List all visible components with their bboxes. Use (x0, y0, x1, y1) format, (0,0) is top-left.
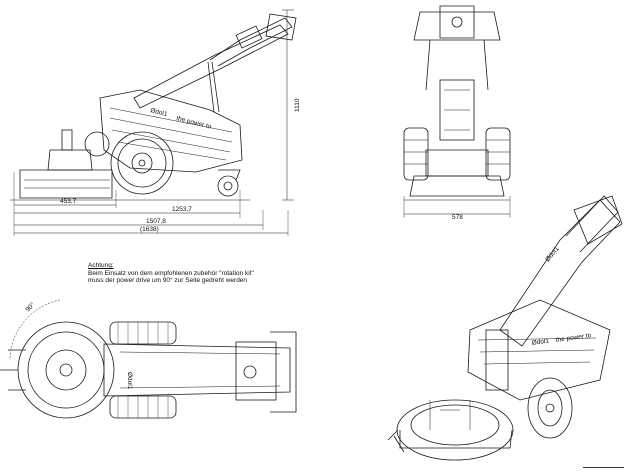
perspective-slogan-text: the power to (555, 332, 592, 344)
top-logo-text: Ødol1 (126, 372, 133, 390)
front-right-wheel (485, 127, 511, 181)
perspective-wheel (527, 377, 573, 439)
side-slogan-text: the power to (176, 115, 213, 131)
perspective-logo-text: Ødol1 (531, 338, 550, 347)
note-line-1: Beim Einsatz von dem empfohlenen zubehör… (88, 269, 254, 277)
note-line-2: muss der power drive um 90° zur Seite ge… (88, 277, 248, 284)
front-width-dimension: 578 (452, 214, 463, 221)
dim-1638: (1638) (140, 226, 159, 233)
note-heading: Achtung: (88, 262, 114, 269)
top-view: 90° Ødol1 (0, 299, 297, 419)
height-dimension: 1110 (294, 98, 301, 112)
side-view: Ødol1 the power to 1110 453,7 1253,7 150… (10, 9, 301, 236)
dim-453: 453,7 (60, 198, 77, 205)
dim-1253: 1253,7 (172, 206, 192, 213)
side-wheel (110, 131, 174, 195)
dim-1507: 1507,8 (146, 218, 166, 225)
rear-castor-wheel (217, 175, 239, 197)
side-logo-text: Ødol1 (150, 107, 169, 118)
top-grinding-head (17, 321, 115, 419)
front-left-wheel (403, 127, 429, 181)
perspective-grinding-head (396, 399, 514, 461)
frame-edge (583, 467, 624, 468)
grinding-head (19, 169, 113, 199)
handle-logo-text: Ødol1 (544, 245, 561, 263)
front-view: 578 (403, 5, 511, 221)
top-right-wheel (109, 395, 177, 419)
warning-note: Achtung: Beim Einsatz von dem empfohlene… (88, 262, 254, 285)
top-left-wheel (109, 321, 177, 345)
perspective-view: Ødol1 Ødol1 the power to (387, 195, 623, 461)
